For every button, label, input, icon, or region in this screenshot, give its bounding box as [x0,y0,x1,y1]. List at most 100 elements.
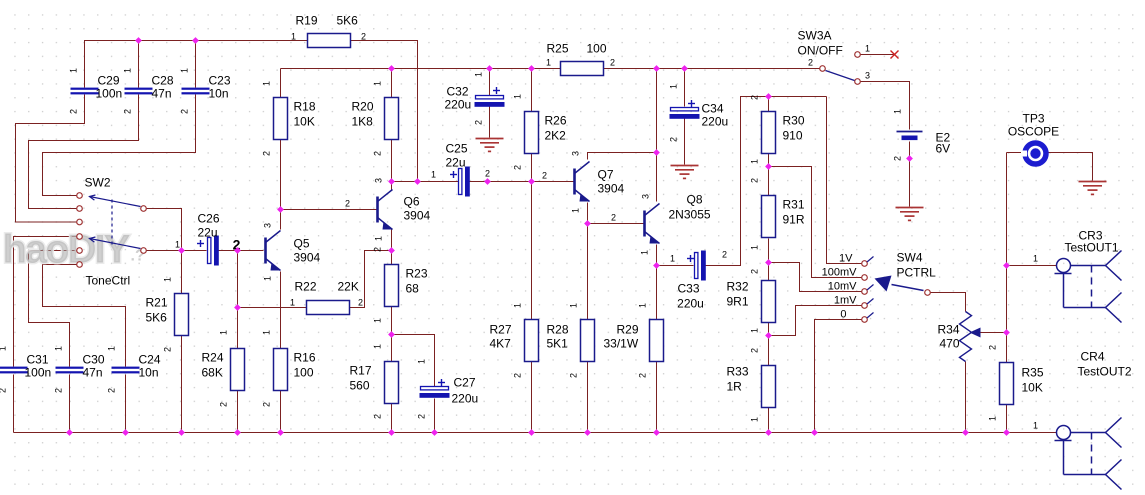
cap-plate[interactable] [70,92,99,95]
resistor-body[interactable] [760,364,777,409]
wire[interactable] [768,305,862,336]
cap-plate[interactable] [55,371,84,374]
wire[interactable] [826,96,862,264]
wire[interactable] [42,94,196,196]
switch-contact[interactable] [861,288,868,295]
resistor-body[interactable] [272,96,289,141]
cap-plate[interactable] [0,366,28,369]
switch-contact[interactable] [76,218,83,226]
wire[interactable] [1048,152,1093,181]
resistor-body[interactable] [383,96,400,141]
cap-plate[interactable] [124,92,153,95]
wire[interactable] [705,96,827,266]
wire[interactable] [587,152,657,160]
cap-plate-positive[interactable] [206,236,212,265]
cap-plate[interactable] [111,366,140,369]
cap-plate-positive[interactable] [693,251,699,280]
wire[interactable] [15,94,85,223]
switch-contact[interactable] [76,192,83,199]
cap-plate-negative[interactable] [214,235,219,266]
switch-contact[interactable] [854,78,861,85]
cap-plate-negative[interactable] [465,166,470,197]
resistor-body[interactable] [305,299,351,316]
wire[interactable] [391,334,435,387]
cap-plate-positive[interactable] [669,106,700,112]
resistor-body[interactable] [523,318,540,363]
resistor-body[interactable] [173,292,190,337]
capacitor-C31[interactable]: C31100n12 [0,346,51,393]
resistor-body[interactable] [559,60,605,77]
switch-contact[interactable] [861,302,868,309]
cap-plate-negative[interactable] [701,250,706,281]
cap-plate[interactable] [55,366,84,369]
wire[interactable] [350,40,418,182]
cap-plate-positive[interactable] [419,385,450,391]
battery-negative-plate[interactable] [901,135,918,141]
cap-plate[interactable] [124,87,153,90]
wire[interactable] [814,319,862,433]
cap-plate-negative[interactable] [419,393,450,398]
cap-plate-positive[interactable] [457,167,463,196]
testpoint-center[interactable] [1030,148,1041,159]
resistor-body[interactable] [760,279,777,324]
resistor-body[interactable] [648,318,665,363]
resistor-body[interactable] [272,347,289,392]
cap-plate[interactable] [181,87,210,90]
cap-plate[interactable] [111,371,140,374]
resistor-body[interactable] [579,318,596,363]
cap-plate[interactable] [70,87,99,90]
switch-contact[interactable] [140,205,147,212]
resistor-body[interactable] [998,361,1015,406]
wire[interactable] [13,236,77,367]
wire[interactable] [768,166,862,278]
cap-plate-negative[interactable] [669,114,700,119]
resistor-body[interactable] [229,347,246,392]
wire[interactable] [42,264,126,367]
resistor-body[interactable] [523,110,540,155]
switch-contact[interactable] [76,205,83,212]
wire[interactable] [28,94,139,209]
cap-plate-positive[interactable] [474,94,505,100]
switch-contact[interactable] [76,247,83,254]
switch-contact[interactable] [861,260,868,267]
switch-contact[interactable] [861,316,868,323]
resistor-body[interactable] [383,263,400,308]
switch-contact[interactable] [140,247,147,254]
resistor-body[interactable] [760,194,777,239]
switch-contact[interactable] [924,289,931,296]
wire[interactable] [930,292,966,312]
